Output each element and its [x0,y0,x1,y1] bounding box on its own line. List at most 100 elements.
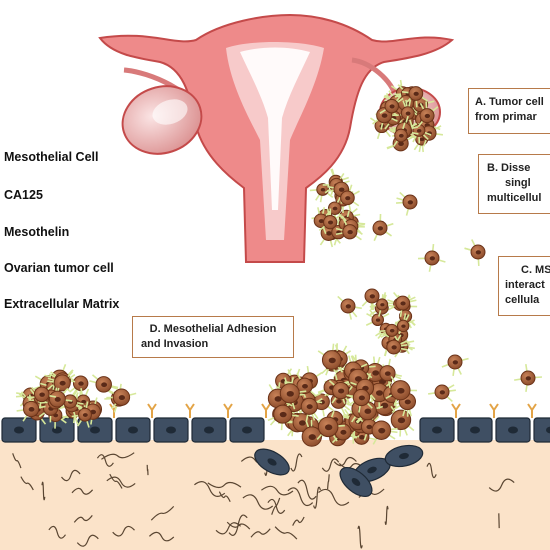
mesothelial-nucleus [470,426,480,434]
callout-d-line2: and Invasion [141,338,209,350]
ecm-fiber [313,486,321,509]
displaced-mesothelial-cell [384,444,424,468]
ovarian-tumor-cell [514,364,543,392]
mesothelial-nucleus [52,426,62,434]
legend-extracellular-matrix: Extracellular Matrix [4,297,120,311]
mesothelial-nucleus [508,426,518,434]
ovarian-tumor-cell [279,376,307,410]
mesothelial-layer [1,403,550,443]
callout-b-line2: singl [505,177,531,189]
ecm-fiber [20,476,34,491]
callout-b-line1: B. Disse [487,162,531,174]
callout-c-line2: interact [505,279,545,291]
ovarian-tumor-cell [417,243,446,272]
ovarian-tumor-cell [71,401,92,428]
ecm-fibers [12,452,515,549]
ovarian-tumor-cell [464,239,486,267]
ovarian-tumor-cell [43,387,73,408]
legend-ca125: CA125 [4,188,43,202]
ovarian-tumor-cell [401,86,428,108]
ovarian-tumor-cell [16,394,46,422]
ovary-left [121,67,203,155]
ecm-fiber [146,464,149,476]
ovarian-tumor-cell [328,423,358,444]
mesothelial-nucleus [14,426,24,434]
ecm-fiber [150,505,175,521]
ovarian-tumor-cell [316,410,345,442]
ecm-fiber [228,514,248,536]
ovarian-tumor-cell [393,291,417,317]
callout-a-line1: A. Tumor cell [475,96,544,108]
displaced-mesothelial-cell [339,466,373,498]
ca125-marker [147,403,157,418]
ecm-fiber [194,481,226,497]
ovarian-tumor-cell [340,184,360,212]
legend-mesothelin: Mesothelin [4,225,70,239]
ovarian-tumor-cell [417,101,439,128]
ecm-fiber [73,515,93,523]
ecm-fiber [274,526,298,540]
ecm-fiber [321,458,340,472]
ecm-fiber [96,454,114,467]
ovarian-tumor-cell [346,388,373,413]
callout-d-mesothelial-adhesion: D. Mesothelial Adhesion and Invasion [132,316,294,358]
ecm-fiber [71,487,94,495]
ovarian-tumor-cell [335,218,362,241]
ovarian-tumor-cell [386,334,408,355]
ecm-fiber [250,528,271,538]
ovarian-tumor-cell [337,295,362,320]
ovarian-tumor-cell [372,213,394,242]
ecm-fiber [287,487,314,507]
ecm-fiber [215,522,242,535]
ecm-fiber [488,478,515,492]
ovarian-tumor-cell [47,371,76,392]
displaced-mesothelial-cell [254,448,290,476]
mesothelial-nucleus [128,426,138,434]
ecm-fiber [41,481,46,501]
ovarian-tumor-cell [428,384,456,402]
ovarian-tumor-cell [318,208,342,232]
ecm-fiber [61,469,81,482]
ecm-fiber [384,505,389,525]
ecm-fiber [333,456,357,467]
ovarian-tumor-cell [441,354,469,376]
callout-c-line3: cellula [505,294,540,306]
ecm-fiber [112,525,135,537]
ca125-marker [261,403,271,418]
ca125-marker [451,403,461,418]
ovarian-tumor-cell [27,384,56,409]
mesothelial-nucleus [90,426,100,434]
uterus [98,13,455,263]
ovarian-tumor-cell [89,374,119,393]
ca125-marker [489,403,499,418]
ecm-fiber [357,525,363,549]
ovarian-tumor-cell [328,380,355,404]
legend-ovarian-tumor-cell: Ovarian tumor cell [4,261,114,275]
ca125-marker [223,403,233,418]
ovarian-tumor-cell [106,388,137,410]
callout-b-line3: multicellul [487,192,542,204]
ecm-fiber [106,476,136,488]
callout-c-line1: C. MS [521,264,550,276]
ecm-fiber [318,488,350,506]
mesothelial-nucleus [546,426,550,434]
ecm-fiber [292,516,305,526]
ovarian-tumor-cell [63,389,84,410]
ovarian-tumor-cell [371,420,398,445]
ecm-fiber [261,485,294,496]
ovarian-tumor-cell [390,405,415,437]
mesothelial-nucleus [166,426,176,434]
ecm-fiber [426,462,437,479]
ca125-marker [185,403,195,418]
ecm-fiber [297,479,317,500]
callout-a-line2: from primar [475,111,537,123]
ovarian-tumor-cell [379,92,404,114]
ovarian-tumor-cell [395,191,418,216]
ecm-fiber [148,531,175,542]
mesothelial-nucleus [432,426,442,434]
ovarian-tumor-cell [361,288,380,311]
ecm-fiber [327,474,330,490]
ovarian-tumor-cell [365,309,390,327]
callout-d-line1: D. Mesothelial Adhesion [149,323,277,335]
